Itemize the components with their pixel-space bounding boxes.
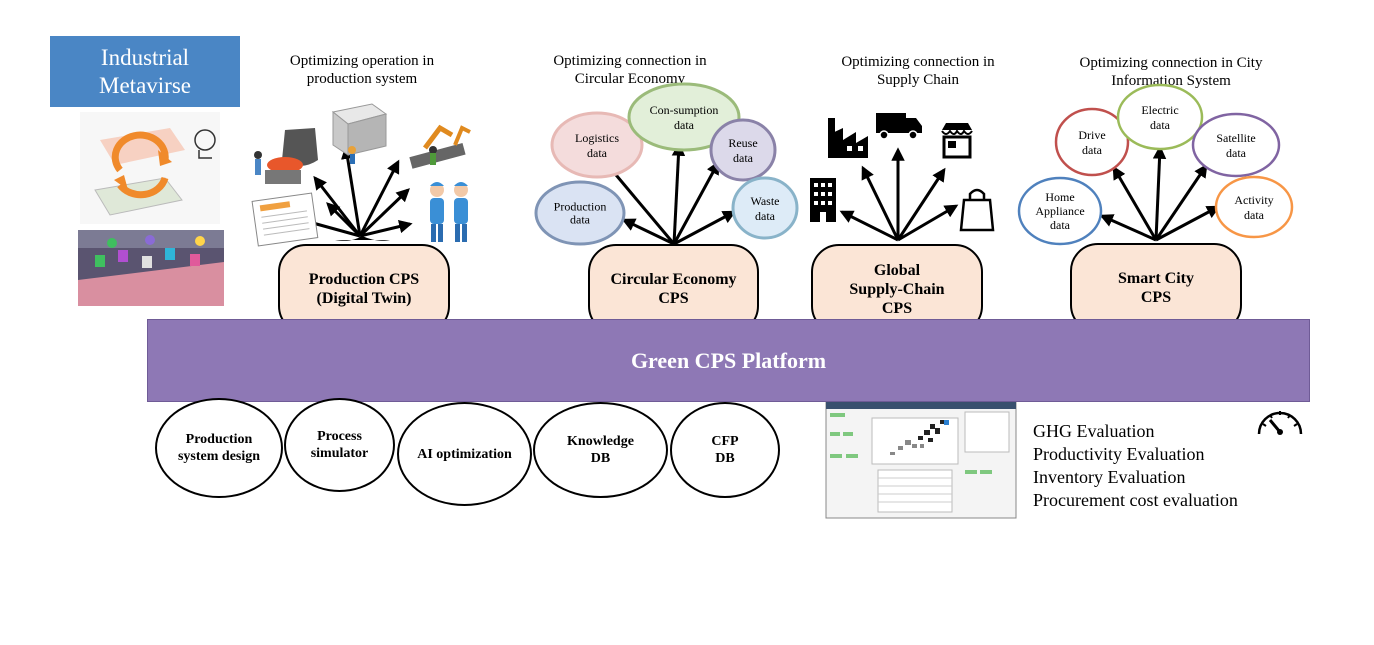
data-bubble-label: Satellite xyxy=(1216,131,1255,145)
city-bubbles: DrivedataElectricdataSatellitedataHomeAp… xyxy=(1017,83,1294,246)
supply-cps-line1: Global xyxy=(873,261,921,279)
data-bubble-label: Reuse xyxy=(728,136,757,150)
tool-process-simulator: Process simulator xyxy=(284,398,395,492)
supply-cps-line3: CPS xyxy=(881,299,913,317)
data-bubble-label: Drive xyxy=(1078,128,1105,142)
machine-illustration xyxy=(331,103,388,164)
production-cps-line1: Production CPS xyxy=(308,271,420,288)
tool-ai-optimization: AI optimization xyxy=(397,402,532,506)
data-bubble-label: Appliance xyxy=(1035,204,1084,218)
circular-arrows xyxy=(604,142,737,246)
data-bubble xyxy=(550,111,644,179)
tool-production-system-design: Production system design xyxy=(155,398,283,498)
tool-cfp-db: CFP DB xyxy=(670,402,780,498)
production-caption-line1: Optimizing operation in xyxy=(289,53,435,69)
digital-twin-illustration xyxy=(80,112,220,224)
data-bubble-label: data xyxy=(587,146,608,160)
data-bubble xyxy=(534,180,626,246)
data-bubble xyxy=(1054,107,1130,177)
circular-caption-line1: Optimizing connection in xyxy=(553,53,707,69)
data-bubble-label: Activity xyxy=(1234,193,1273,207)
production-caption-line2: production system xyxy=(306,71,418,87)
data-bubble-label: data xyxy=(1050,218,1071,232)
factory-3d-scene xyxy=(78,230,224,306)
production-arrows xyxy=(299,145,413,241)
supply-cps-line2: Supply-Chain xyxy=(849,280,945,298)
city-cps-line1: Smart City xyxy=(1118,270,1194,287)
platform-label: Green CPS Platform xyxy=(630,347,827,373)
tool-label-line1: CFP xyxy=(711,434,739,449)
circular-cps-line1: Circular Economy xyxy=(610,271,737,288)
tool-label-line1: Production xyxy=(185,432,253,447)
data-bubble-label: Con-sumption xyxy=(650,103,719,117)
data-bubble-label: data xyxy=(674,118,695,132)
city-caption: Optimizing connection in City Informatio… xyxy=(1052,54,1290,90)
data-bubble-label: Electric xyxy=(1141,103,1178,117)
tool-label-line1: Process xyxy=(317,429,362,444)
data-bubble xyxy=(709,118,777,182)
evaluation-list: GHG Evaluation Productivity Evaluation I… xyxy=(1033,420,1238,512)
smart-city-cps-box: Smart City CPS xyxy=(1070,243,1242,333)
shopping-bag-icon xyxy=(959,188,995,232)
building-icon xyxy=(810,178,836,222)
truck-icon xyxy=(876,113,922,140)
data-bubble-label: data xyxy=(1082,143,1103,157)
circular-cps-line2: CPS xyxy=(658,290,689,307)
production-caption: Optimizing operation in production syste… xyxy=(262,52,462,88)
green-cps-platform-bar: Green CPS Platform xyxy=(147,319,1310,402)
robot-arm-illustration xyxy=(409,124,471,169)
circular-caption: Optimizing connection in Circular Econom… xyxy=(530,52,730,88)
city-caption-line2: Information System xyxy=(1111,73,1231,89)
data-bubble-label: Waste xyxy=(750,194,779,208)
factory-icon xyxy=(828,118,868,158)
data-bubble-label: data xyxy=(755,209,776,223)
data-bubble xyxy=(627,82,741,152)
data-bubble-label: Home xyxy=(1045,190,1074,204)
data-bubble xyxy=(1017,176,1103,246)
supply-arrows xyxy=(839,147,959,242)
software-screenshot xyxy=(825,388,1017,519)
supply-caption-line2: Supply Chain xyxy=(876,72,960,88)
evaluation-item: Inventory Evaluation xyxy=(1033,467,1186,487)
tool-label-line1: AI optimization xyxy=(417,446,512,462)
data-bubble-label: data xyxy=(733,151,754,165)
data-bubble xyxy=(1191,112,1281,178)
data-bubble-label: data xyxy=(570,212,591,226)
tool-knowledge-db: Knowledge DB xyxy=(533,402,668,498)
tool-label-line2: simulator xyxy=(310,446,369,461)
order-document-illustration xyxy=(251,192,319,247)
data-bubble-label: data xyxy=(1244,208,1265,222)
supply-caption: Optimizing connection in Supply Chain xyxy=(818,53,1018,89)
production-cps-line2: (Digital Twin) xyxy=(316,290,412,307)
tool-label-line2: DB xyxy=(590,451,611,466)
evaluation-item: Procurement cost evaluation xyxy=(1033,490,1238,510)
data-bubble-label: data xyxy=(1150,118,1171,132)
workers-illustration xyxy=(430,182,468,242)
tool-label-line2: system design xyxy=(177,449,261,464)
data-bubble xyxy=(1214,175,1294,239)
smelting-furnace-illustration xyxy=(254,128,318,184)
tool-label-line1: Knowledge xyxy=(567,434,634,449)
city-caption-line1: Optimizing connection in City xyxy=(1079,55,1263,71)
metaverse-title-line1: Industrial xyxy=(100,44,190,70)
metaverse-title-box: Industrial Metavirse xyxy=(50,36,240,107)
evaluation-item: Productivity Evaluation xyxy=(1033,444,1205,464)
data-bubble-label: Logistics xyxy=(575,131,619,145)
tool-label-line2: DB xyxy=(715,451,735,466)
circular-caption-line2: Circular Economy xyxy=(574,71,686,87)
metaverse-title-line2: Metavirse xyxy=(99,72,191,98)
data-bubble xyxy=(1116,83,1204,151)
city-cps-line2: CPS xyxy=(1140,289,1172,306)
city-arrows xyxy=(1099,145,1221,242)
gauge-icon xyxy=(1257,411,1303,435)
data-bubble-label: Production xyxy=(554,199,607,213)
circular-bubbles: LogisticsdataCon-sumptiondataReusedataPr… xyxy=(534,82,799,246)
supply-caption-line1: Optimizing connection in xyxy=(841,54,995,70)
data-bubble xyxy=(731,176,799,240)
data-bubble-label: data xyxy=(1226,146,1247,160)
store-icon xyxy=(941,123,973,159)
evaluation-item: GHG Evaluation xyxy=(1033,421,1155,441)
